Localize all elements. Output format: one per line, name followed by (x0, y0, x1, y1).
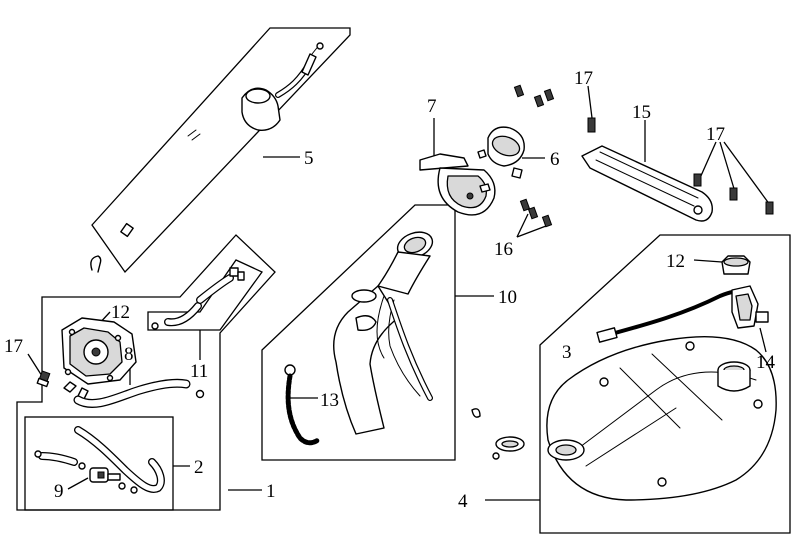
callout-17-left: 17 (4, 336, 23, 357)
callout-6: 6 (550, 149, 560, 170)
fuel-pump-body (61, 317, 137, 400)
callout-15: 15 (632, 102, 651, 123)
leader-line-17-right-b (719, 141, 736, 193)
vent-hose-assembly (120, 42, 324, 238)
cap-ring-6 (477, 126, 525, 179)
leader-line-12-cap (693, 259, 723, 263)
leader-line-9 (67, 477, 89, 490)
filler-neck-10 (333, 231, 434, 435)
leader-line-17-right-c (723, 141, 771, 206)
callout-12-pump: 12 (111, 302, 130, 323)
group-box-11-hose-clamp (147, 259, 263, 331)
callout-10: 10 (498, 287, 517, 308)
callout-7: 7 (427, 96, 437, 117)
breather-tube-13 (284, 364, 321, 446)
leader-line-16b (516, 225, 547, 238)
group-box-2-fuel-filter-line (24, 416, 174, 511)
hose-clip-small (90, 255, 102, 273)
group-box-10-filler-neck (261, 204, 456, 461)
callout-3: 3 (562, 342, 572, 363)
fuel-tank-3 (546, 336, 777, 501)
callout-4: 4 (458, 491, 468, 512)
leader-line-16 (516, 213, 529, 238)
callout-5: 5 (304, 148, 314, 169)
callout-16: 16 (494, 239, 513, 260)
fuel-line-2-with-filter (34, 426, 165, 494)
bolt-17-left (36, 370, 51, 388)
callout-14: 14 (756, 352, 776, 373)
tank-cap-12 (721, 255, 751, 275)
hose-band-clamp (492, 436, 525, 460)
leader-line-14 (759, 327, 767, 353)
bolts-17-right (693, 173, 774, 215)
fuel-level-sender-14 (596, 285, 769, 343)
callout-13: 13 (320, 390, 339, 411)
fuel-hose-8 (73, 378, 205, 408)
leader-line-17-top (587, 85, 593, 119)
callout-17-top: 17 (574, 68, 593, 89)
clip-small-a (471, 408, 481, 418)
leader-line-17-left (27, 353, 43, 377)
tank-bracket-15 (581, 145, 713, 222)
group-box-5-vent-hose (91, 27, 351, 274)
group-box-1-fuel-pump-assembly (16, 234, 276, 511)
leader-line-17-right-a (699, 141, 717, 179)
bolts-top-group (513, 84, 555, 228)
bolt-17-top (587, 117, 596, 133)
callout-11: 11 (190, 361, 208, 382)
callout-12-cap: 12 (666, 251, 685, 272)
filler-neck-holder-7 (419, 153, 496, 216)
hose-11-with-clamps (151, 267, 245, 330)
callout-1: 1 (266, 481, 276, 502)
callout-2: 2 (194, 457, 204, 478)
group-box-4-fuel-tank (539, 234, 791, 534)
callout-9: 9 (54, 481, 64, 502)
callout-8: 8 (124, 344, 134, 365)
callout-17-right: 17 (706, 124, 725, 145)
